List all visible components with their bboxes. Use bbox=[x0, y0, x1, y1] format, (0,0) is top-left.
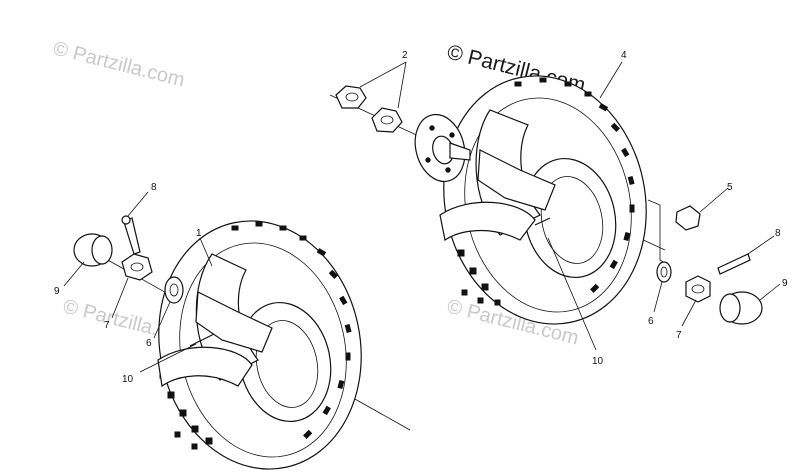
right-valve-stem bbox=[534, 217, 551, 226]
left-wheel bbox=[157, 220, 362, 470]
callout-2: 2 bbox=[402, 50, 408, 61]
lug-nut-upper bbox=[335, 85, 367, 109]
cotter-pin-right bbox=[717, 253, 751, 275]
right-hub bbox=[414, 113, 471, 183]
callout-8-right: 8 bbox=[775, 228, 781, 239]
left-valve-stem bbox=[189, 333, 215, 347]
castle-nut-left bbox=[121, 253, 153, 281]
callout-labels: 2 4 5 8 9 6 7 10 8 1 9 7 6 10 bbox=[54, 50, 788, 385]
left-rim-lower-half bbox=[157, 346, 253, 388]
right-wheel bbox=[439, 75, 647, 325]
right-rim-inner bbox=[540, 176, 604, 264]
callout-7-right: 7 bbox=[676, 330, 682, 341]
leader-lines bbox=[63, 61, 781, 373]
callout-4: 4 bbox=[621, 50, 627, 61]
callout-9-left: 9 bbox=[54, 286, 60, 297]
callout-1: 1 bbox=[196, 228, 202, 239]
callout-8-left: 8 bbox=[151, 182, 157, 193]
callout-6-left: 6 bbox=[146, 338, 152, 349]
left-hardware bbox=[73, 215, 184, 304]
callout-6-right: 6 bbox=[648, 316, 654, 327]
left-rim-inner bbox=[255, 320, 319, 408]
lug-nuts bbox=[335, 85, 403, 133]
watermark-top-left: © Partzilla.com bbox=[51, 38, 187, 92]
callout-5: 5 bbox=[727, 182, 733, 193]
callout-7-left: 7 bbox=[104, 320, 110, 331]
castle-nut-upper bbox=[675, 205, 701, 231]
right-inner-tube bbox=[477, 149, 556, 211]
lug-nut-lower bbox=[371, 107, 403, 133]
callout-10-right: 10 bbox=[592, 356, 604, 367]
right-rim-lower-half bbox=[439, 201, 536, 241]
castle-nut-right bbox=[685, 275, 711, 303]
callout-9-right: 9 bbox=[782, 278, 788, 289]
axle-bracket-right bbox=[647, 199, 669, 266]
right-hub-spindle bbox=[449, 142, 471, 161]
right-hardware bbox=[656, 205, 763, 325]
left-inner-tube bbox=[195, 291, 273, 353]
washer-right bbox=[656, 261, 672, 283]
callout-10-left: 10 bbox=[122, 374, 134, 385]
washer-left bbox=[164, 276, 184, 304]
